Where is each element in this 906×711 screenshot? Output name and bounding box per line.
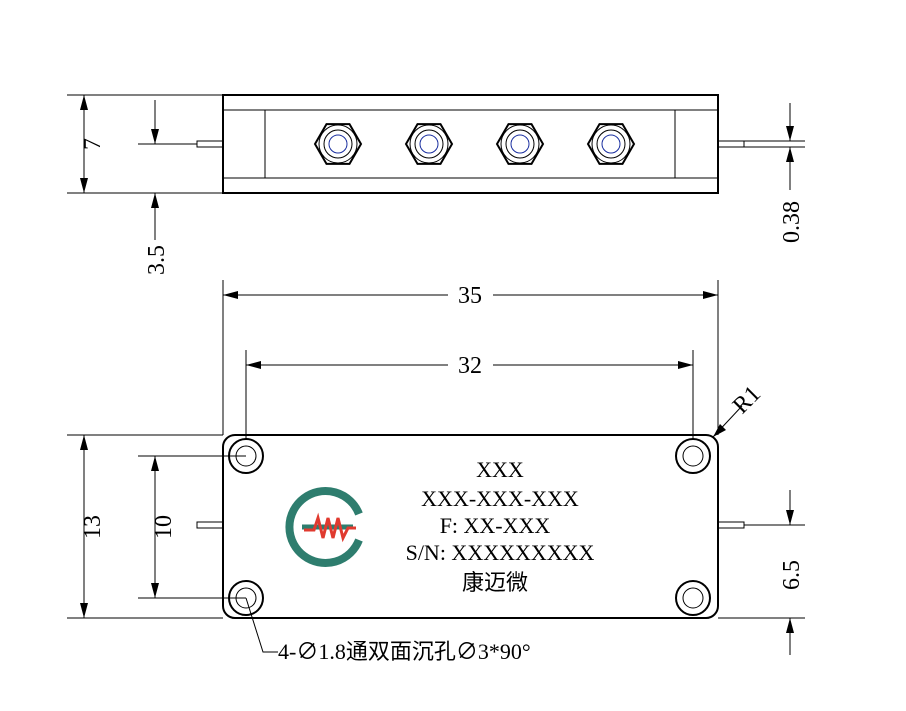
connector-4 [586, 123, 636, 165]
label-line-2: XXX-XXX-XXX [421, 486, 579, 511]
label-line-5: 康迈微 [462, 570, 528, 595]
front-view-pin-left [196, 521, 224, 529]
mounting-hole-top-right [675, 438, 711, 474]
label-line-4: S/N: XXXXXXXXX [406, 540, 595, 565]
top-view: 7 3.5 0.38 [67, 94, 805, 275]
mounting-hole-bottom-right [675, 580, 711, 616]
dim-hole-spacing-32: 32 [458, 353, 482, 379]
top-view-pin-right [717, 140, 745, 148]
front-view-pin-right [717, 521, 745, 529]
hole-note: 4-∅1.8通双面沉孔∅3*90° [278, 639, 531, 664]
connector-1 [313, 123, 363, 165]
dim-corner-radius-r1: R1 [728, 381, 766, 419]
dim-height-7: 7 [80, 138, 106, 150]
front-view: 35 32 13 10 6.5 R1 [67, 280, 805, 664]
company-logo-icon [285, 487, 363, 567]
dim-pin-thickness-0-38: 0.38 [779, 201, 805, 243]
connector-3 [495, 123, 545, 165]
dim-pin-offset-3-5: 3.5 [144, 245, 170, 275]
connector-2 [404, 123, 454, 165]
dim-overall-width-35: 35 [458, 283, 482, 309]
connector-group [313, 123, 636, 165]
label-line-3: F: XX-XXX [440, 513, 551, 538]
dim-pin-height-6-5: 6.5 [779, 560, 805, 590]
dim-hole-spacing-10: 10 [151, 515, 177, 539]
dim-overall-height-13: 13 [80, 515, 106, 539]
top-view-pin-left [196, 140, 224, 148]
label-line-1: XXX [476, 457, 524, 482]
